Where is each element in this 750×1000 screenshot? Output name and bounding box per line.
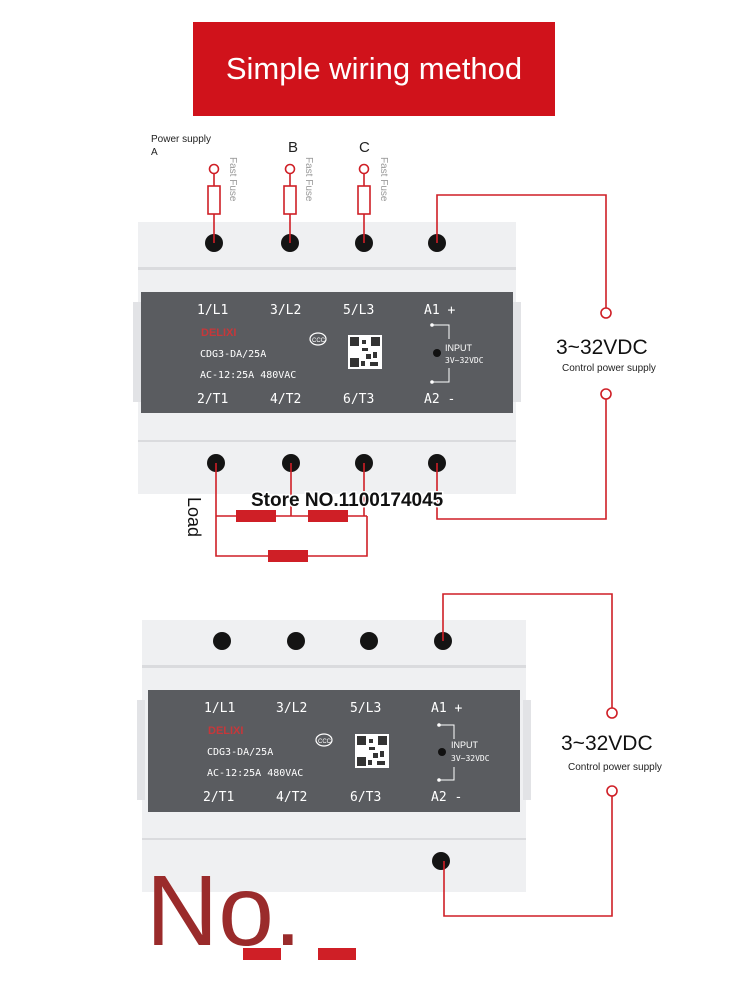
terminal-label: 2/T1	[197, 392, 228, 407]
relay-bottom-panel	[148, 690, 520, 812]
terminal-label: 5/L3	[343, 303, 374, 318]
ccc-icon: CCC	[309, 332, 327, 346]
input-range: 3V~32VDC	[445, 356, 484, 365]
control-wires-bottom	[442, 593, 618, 917]
screw-terminal	[213, 632, 231, 650]
relay-top: 1/L1 3/L2 5/L3 A1 + 2/T1 4/T2 6/T3 A2 - …	[133, 222, 521, 494]
terminal-label: 2/T1	[203, 790, 234, 805]
fuse-label: Fast Fuse	[227, 157, 238, 202]
terminal-label: 3/L2	[276, 701, 307, 716]
fuse-label: Fast Fuse	[303, 157, 314, 202]
supply-c-phase: C	[359, 139, 370, 156]
control-voltage: 3~32VDC	[556, 336, 648, 359]
load-resistor-icon	[268, 550, 308, 562]
screw-terminal	[432, 852, 450, 870]
fuse-label: Fast Fuse	[378, 157, 389, 202]
supply-a-phase: A	[151, 147, 158, 158]
load-resistor-icon	[318, 948, 356, 960]
qr-code-icon	[348, 335, 382, 369]
svg-text:CCC: CCC	[312, 338, 326, 344]
terminal-label: A1 +	[424, 303, 455, 318]
brand-logo: DELIXI	[208, 725, 243, 737]
led-indicator	[433, 349, 441, 357]
store-watermark: Store NO.1100174045	[251, 490, 444, 511]
terminal-label: 5/L3	[350, 701, 381, 716]
control-caption: Control power supply	[562, 363, 656, 374]
terminal-label: 4/T2	[276, 790, 307, 805]
relay-top-panel	[141, 292, 513, 413]
brand-logo: DELIXI	[201, 327, 236, 339]
terminal-label: 4/T2	[270, 392, 301, 407]
rating-text: AC-12:25A 480VAC	[200, 370, 296, 381]
phase-wires	[207, 163, 371, 243]
terminal-label: 1/L1	[197, 303, 228, 318]
model-text: CDG3-DA/25A	[200, 349, 266, 360]
terminal-label: 6/T3	[343, 392, 374, 407]
terminal-label: A2 -	[424, 392, 455, 407]
supply-a-label: Power supply	[151, 134, 211, 145]
control-wires-top	[436, 194, 612, 520]
screw-terminal	[287, 632, 305, 650]
terminal-label: 6/T3	[350, 790, 381, 805]
relay-bottom: 1/L1 3/L2 5/L3 A1 + 2/T1 4/T2 6/T3 A2 - …	[137, 620, 531, 892]
load-resistor-icon	[243, 948, 281, 960]
fuse-icon	[357, 185, 371, 215]
input-label: INPUT	[445, 343, 473, 353]
ccc-icon: CCC	[315, 733, 333, 747]
fuse-icon	[207, 185, 221, 215]
title-banner: Simple wiring method	[193, 22, 555, 116]
terminal-label: A1 +	[431, 701, 462, 716]
control-caption: Control power supply	[568, 762, 662, 773]
input-range: 3V~32VDC	[451, 754, 490, 763]
control-voltage: 3~32VDC	[561, 732, 653, 755]
fuse-icon	[283, 185, 297, 215]
terminal-label: 3/L2	[270, 303, 301, 318]
terminal-label: 1/L1	[204, 701, 235, 716]
no-watermark: No.	[146, 855, 302, 967]
svg-text:CCC: CCC	[318, 739, 332, 745]
rating-text: AC-12:25A 480VAC	[207, 768, 303, 779]
input-label: INPUT	[451, 740, 479, 750]
terminal-label: A2 -	[431, 790, 462, 805]
model-text: CDG3-DA/25A	[207, 747, 273, 758]
qr-code-icon	[355, 734, 389, 768]
supply-b-phase: B	[288, 139, 298, 156]
led-indicator	[438, 748, 446, 756]
screw-terminal	[360, 632, 378, 650]
load-label: Load	[184, 497, 204, 537]
load-resistor-icon	[236, 510, 276, 522]
load-resistor-icon	[308, 510, 348, 522]
title-text: Simple wiring method	[225, 51, 523, 86]
